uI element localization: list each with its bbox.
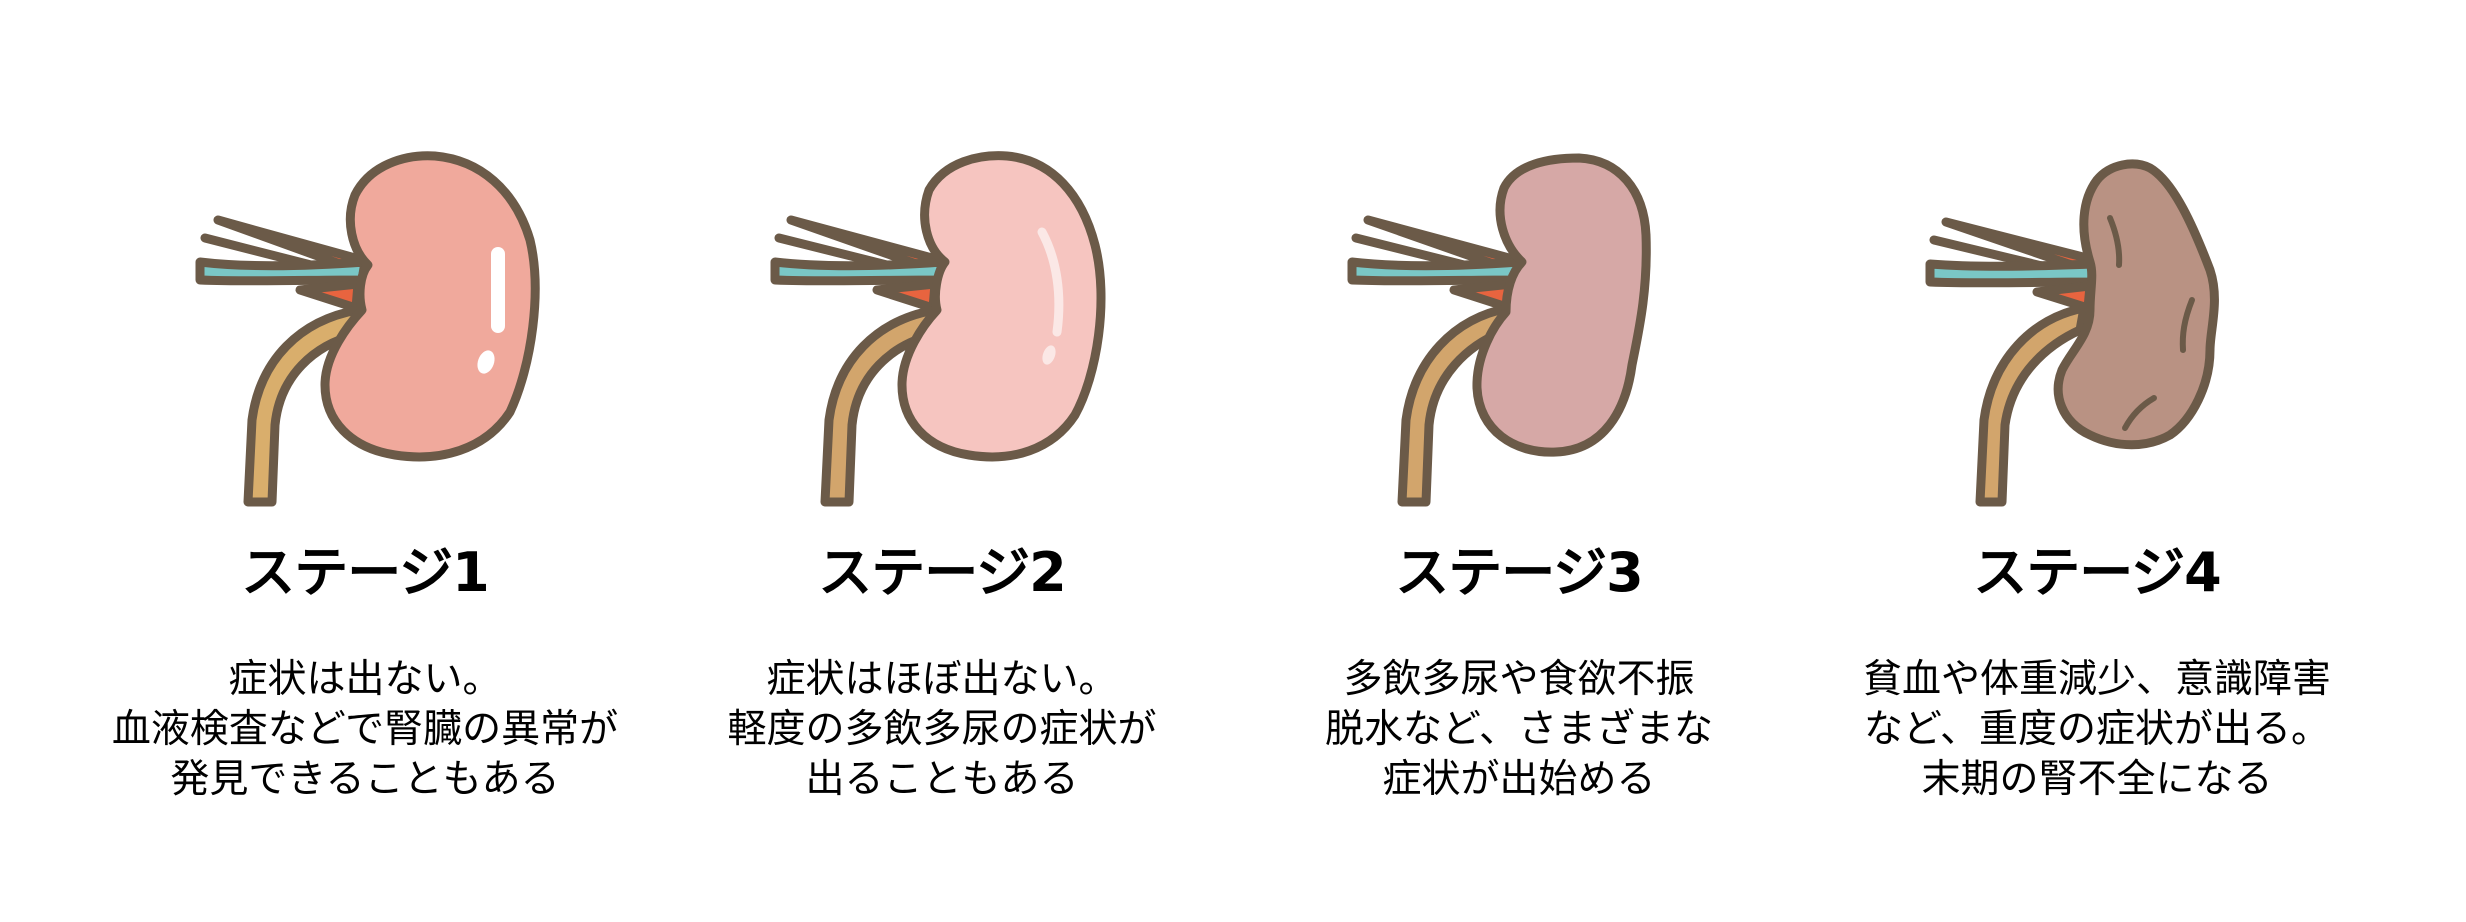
moderate-kidney-icon xyxy=(1347,153,1651,507)
mild-kidney-icon xyxy=(770,151,1106,507)
description-line: 血液検査などで腎臓の異常が xyxy=(111,707,619,752)
description-line: 発見できることもある xyxy=(170,757,560,802)
kidney-illustration-stage-4 xyxy=(1912,150,2292,510)
stage-2-panel: ステージ2 症状はほぼ出ない。 軽度の多飲多尿の症状が 出ることもある xyxy=(652,0,1232,922)
description-line: 末期の腎不全になる xyxy=(1921,757,2273,802)
stage-description: 多飲多尿や食欲不振 脱水など、さまざまな 症状が出始める xyxy=(1219,655,1819,805)
stage-description: 症状は出ない。 血液検査などで腎臓の異常が 発見できることもある xyxy=(65,655,665,805)
description-line: など、重度の症状が出る。 xyxy=(1863,707,2331,752)
healthy-kidney-icon xyxy=(195,151,540,507)
stage-4-panel: ステージ4 貧血や体重減少、意識障害 など、重度の症状が出る。 末期の腎不全にな… xyxy=(1807,0,2387,922)
stage-3-panel: ステージ3 多飲多尿や食欲不振 脱水など、さまざまな 症状が出始める xyxy=(1229,0,1809,922)
stage-description: 貧血や体重減少、意識障害 など、重度の症状が出る。 末期の腎不全になる xyxy=(1797,655,2397,805)
description-line: 症状は出ない。 xyxy=(228,657,502,702)
kidney-illustration-stage-2 xyxy=(757,150,1137,510)
stage-title: ステージ3 xyxy=(1395,541,1644,604)
stage-title: ステージ2 xyxy=(818,541,1067,604)
description-line: 症状が出始める xyxy=(1382,757,1656,802)
stage-title: ステージ1 xyxy=(241,541,490,604)
description-line: 脱水など、さまざまな xyxy=(1324,707,1714,752)
description-line: 症状はほぼ出ない。 xyxy=(766,657,1118,702)
description-line: 多飲多尿や食欲不振 xyxy=(1343,657,1695,702)
shrunken-kidney-icon xyxy=(1925,159,2219,507)
kidney-illustration-stage-3 xyxy=(1334,150,1714,510)
kidney-illustration-stage-1 xyxy=(180,150,560,510)
stage-description: 症状はほぼ出ない。 軽度の多飲多尿の症状が 出ることもある xyxy=(642,655,1242,805)
stage-title: ステージ4 xyxy=(1973,541,2222,604)
description-line: 軽度の多飲多尿の症状が xyxy=(727,707,1157,752)
stage-1-panel: ステージ1 症状は出ない。 血液検査などで腎臓の異常が 発見できることもある xyxy=(75,0,655,922)
description-line: 貧血や体重減少、意識障害 xyxy=(1862,657,2331,702)
description-line: 出ることもある xyxy=(805,757,1079,802)
